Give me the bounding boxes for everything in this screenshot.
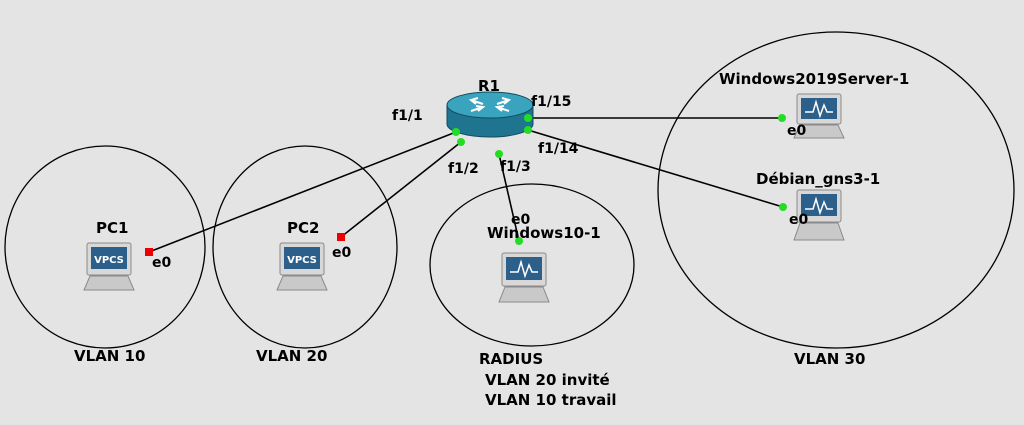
vlan30-zone-circle [657,31,1015,349]
radius-zone-title: RADIUS [479,350,544,368]
debian-port-label: e0 [789,212,809,228]
interface-label-f1-2: f1/2 [448,161,479,177]
pc2-port-label: e0 [332,245,352,261]
pc2-vpcs-badge: VPCS [287,255,317,266]
port-status-r1-f1-2 [457,138,465,146]
vlan30-zone-label: VLAN 30 [794,350,866,368]
win2019-port-label: e0 [787,123,807,139]
radius-zone-line2: VLAN 10 travail [485,391,617,409]
port-status-r1-f1-3 [495,150,503,158]
win10-computer-icon[interactable] [498,252,550,303]
link-r1-pc1[interactable] [148,131,457,253]
vlan10-zone-label: VLAN 10 [74,347,146,365]
win2019-computer-icon[interactable] [793,93,845,139]
pc2-computer-icon[interactable]: VPCS [276,242,328,291]
radius-zone-circle [429,183,635,347]
port-status-r1-f1-1 [452,128,460,136]
pc1-computer-icon[interactable]: VPCS [83,242,135,291]
vlan20-zone-label: VLAN 20 [256,347,328,365]
radius-zone-line1: VLAN 20 invité [485,371,610,389]
port-status-r1-f1-14 [524,126,532,134]
win10-name-label: Windows10-1 [487,224,601,242]
vlan20-zone-circle [212,145,398,349]
win2019-name-label: Windows2019Server-1 [719,70,910,88]
link-r1-win10[interactable] [498,153,520,242]
link-r1-pc2[interactable] [340,141,462,238]
pc1-port-label: e0 [152,255,172,271]
interface-label-f1-15: f1/15 [531,94,572,110]
port-status-pc1-e0 [145,248,153,256]
vlan10-zone-circle [4,145,206,349]
interface-label-f1-14: f1/14 [538,141,579,157]
pc1-vpcs-badge: VPCS [94,255,124,266]
port-status-debian-e0 [779,203,787,211]
interface-label-f1-3: f1/3 [500,159,531,175]
interface-label-f1-1: f1/1 [392,108,423,124]
debian-computer-icon[interactable] [793,189,845,241]
router-name-label: R1 [478,77,500,95]
link-r1-debian[interactable] [527,129,784,208]
router-icon[interactable] [446,91,534,138]
port-status-win2019-e0 [778,114,786,122]
pc1-name-label: PC1 [96,219,129,237]
port-status-pc2-e0 [337,233,345,241]
debian-name-label: Débian_gns3-1 [756,170,881,188]
port-status-r1-f1-15 [524,114,532,122]
port-status-win10-e0 [515,237,523,245]
pc2-name-label: PC2 [287,219,320,237]
win10-port-label: e0 [511,212,531,228]
